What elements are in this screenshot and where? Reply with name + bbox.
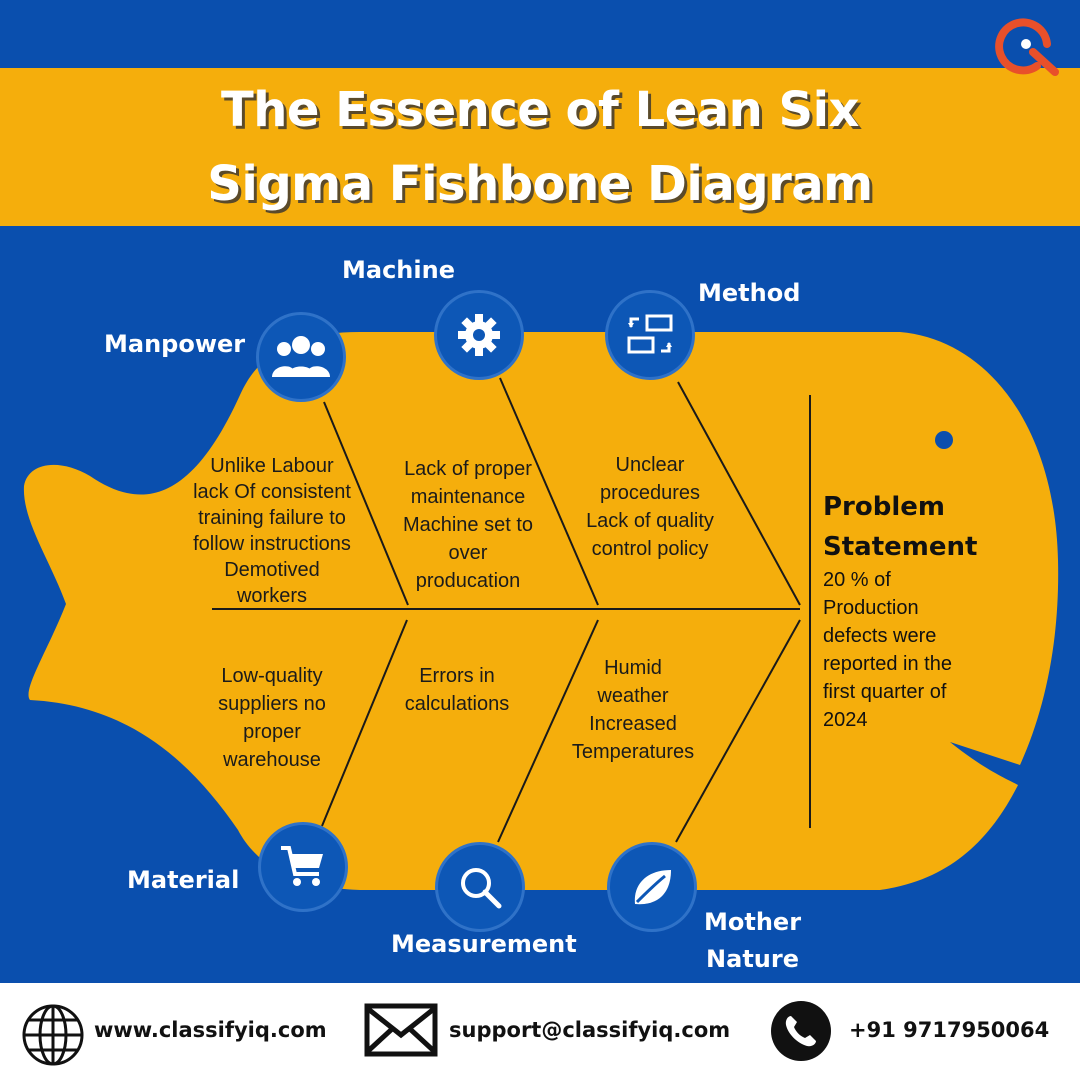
- problem-statement-text: 20 % of Production defects were reported…: [823, 566, 952, 734]
- cause-method: Unclear procedures Lack of quality contr…: [562, 451, 738, 563]
- label-measurement: Measurement: [391, 930, 577, 958]
- label-material: Material: [127, 866, 239, 894]
- cause-material: Low-quality suppliers no proper warehous…: [196, 662, 348, 774]
- label-machine: Machine: [342, 256, 455, 284]
- email-link[interactable]: support@classifyiq.com: [449, 1018, 730, 1042]
- problem-statement-title: Problem Statement: [823, 487, 977, 567]
- cart-icon: [279, 844, 327, 890]
- magnifier-icon: [457, 864, 503, 910]
- cause-manpower: Unlike Labour lack Of consistent trainin…: [172, 453, 372, 609]
- phone-link[interactable]: +91 9717950064: [849, 1018, 1049, 1042]
- method-circle: [605, 290, 695, 380]
- cause-mother-nature: Humid weather Increased Temperatures: [552, 654, 714, 766]
- process-icon: [625, 313, 675, 357]
- manpower-circle: [256, 312, 346, 402]
- measurement-circle: [435, 842, 525, 932]
- gear-icon: [456, 312, 502, 358]
- website-link[interactable]: www.classifyiq.com: [94, 1018, 327, 1042]
- mother-nature-circle: [607, 842, 697, 932]
- label-mother-nature: Mother Nature: [704, 904, 801, 978]
- machine-circle: [434, 290, 524, 380]
- phone-icon: [770, 1000, 832, 1062]
- material-circle: [258, 822, 348, 912]
- label-manpower: Manpower: [104, 330, 245, 358]
- people-icon: [270, 333, 332, 381]
- leaf-icon: [629, 864, 675, 910]
- label-method: Method: [698, 279, 800, 307]
- cause-measurement: Errors in calculations: [382, 662, 532, 718]
- envelope-icon: [364, 1003, 438, 1057]
- fish-eye: [935, 431, 953, 449]
- cause-machine: Lack of proper maintenance Machine set t…: [382, 455, 554, 595]
- globe-icon: [21, 1003, 85, 1067]
